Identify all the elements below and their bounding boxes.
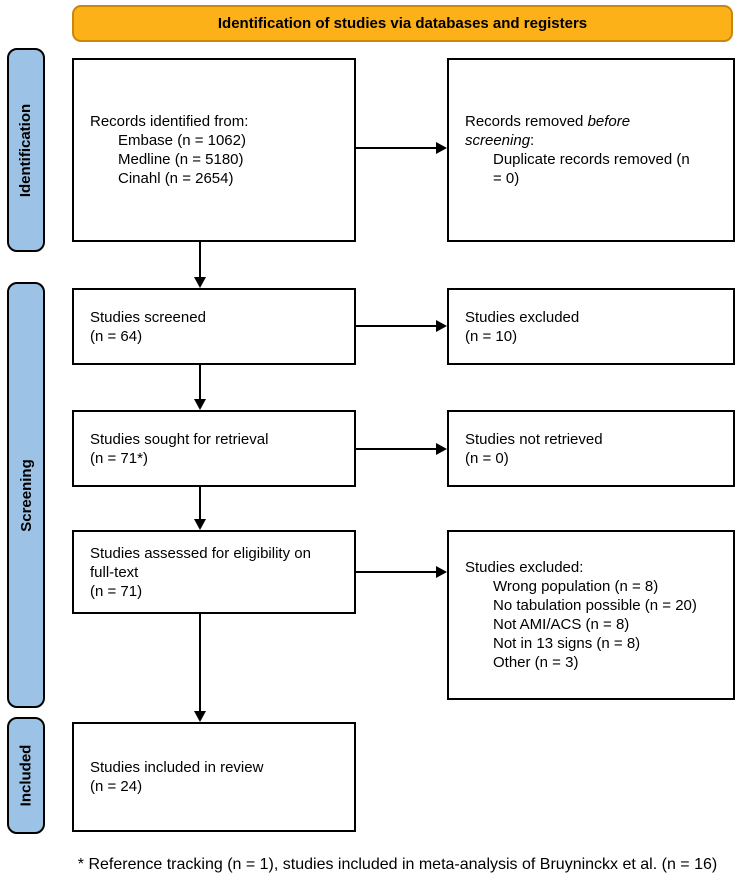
sidebar-included-label: Included xyxy=(17,744,35,807)
studies-assessed-line: (n = 71) xyxy=(90,582,143,600)
arrow-sought-to-assessed-head xyxy=(194,519,206,530)
studies-excluded-fulltext-item: Wrong population (n = 8) xyxy=(493,578,659,595)
studies-sought-line: Studies sought for retrieval xyxy=(90,430,269,448)
arrow-screened-to-sought-shaft xyxy=(199,365,201,401)
records-removed-box: Records removed before screening: Duplic… xyxy=(447,58,735,242)
sidebar-identification-label: Identification xyxy=(17,103,35,197)
records-identified-item: Cinahl (n = 2654) xyxy=(118,170,234,187)
arrow-identified-to-screened-head xyxy=(194,277,206,288)
studies-excluded-fulltext-item: No tabulation possible (n = 20) xyxy=(493,597,697,614)
records-identified-item: Medline (n = 5180) xyxy=(118,151,244,168)
records-removed-title-italic: screening xyxy=(465,132,531,149)
records-identified-title: Records identified from: xyxy=(90,113,249,130)
studies-screened-line: (n = 64) xyxy=(90,327,143,345)
records-identified-box: Records identified from: Embase (n = 106… xyxy=(72,58,356,242)
arrow-screened-to-excluded-shaft xyxy=(356,325,437,327)
studies-excluded-screening-line: (n = 10) xyxy=(465,327,518,345)
records-removed-title-text: Records removed xyxy=(465,113,588,130)
records-removed-title-line1: Records removed before xyxy=(465,112,725,131)
studies-not-retrieved-line: (n = 0) xyxy=(465,449,509,467)
arrow-assessed-to-included-shaft xyxy=(199,614,201,713)
arrow-assessed-to-excluded-shaft xyxy=(356,571,437,573)
sidebar-identification: Identification xyxy=(7,48,45,252)
studies-excluded-fulltext-item: Not AMI/ACS (n = 8) xyxy=(493,616,630,633)
footnote: * Reference tracking (n = 1), studies in… xyxy=(77,856,718,873)
studies-assessed-line: Studies assessed for eligibility on xyxy=(90,544,311,562)
studies-excluded-fulltext-item: Other (n = 3) xyxy=(493,654,579,671)
studies-screened-line: Studies screened xyxy=(90,308,206,326)
studies-sought-box: Studies sought for retrieval (n = 71*) xyxy=(72,410,356,487)
studies-sought-line: (n = 71*) xyxy=(90,449,148,467)
studies-screened-box: Studies screened (n = 64) xyxy=(72,288,356,365)
studies-not-retrieved-box: Studies not retrieved (n = 0) xyxy=(447,410,735,487)
studies-excluded-fulltext-box: Studies excluded: Wrong population (n = … xyxy=(447,530,735,700)
studies-not-retrieved-line: Studies not retrieved xyxy=(465,430,603,448)
arrow-screened-to-excluded-head xyxy=(436,320,447,332)
records-identified-item: Embase (n = 1062) xyxy=(118,132,246,149)
studies-excluded-fulltext-title: Studies excluded: xyxy=(465,559,584,576)
arrow-sought-to-notretrieved-head xyxy=(436,443,447,455)
records-removed-item-line2: = 0) xyxy=(493,170,520,187)
studies-included-box: Studies included in review (n = 24) xyxy=(72,722,356,832)
sidebar-screening: Screening xyxy=(7,282,45,708)
records-removed-title-italic: before xyxy=(587,113,631,130)
studies-assessed-box: Studies assessed for eligibility on full… xyxy=(72,530,356,614)
sidebar-screening-label: Screening xyxy=(17,458,35,532)
records-removed-item-line1: Duplicate records removed (n xyxy=(493,151,690,168)
arrow-sought-to-assessed-shaft xyxy=(199,487,201,521)
records-removed-title-text: : xyxy=(530,132,535,149)
sidebar-included: Included xyxy=(7,717,45,834)
arrow-screened-to-sought-head xyxy=(194,399,206,410)
studies-included-line: (n = 24) xyxy=(90,778,143,795)
studies-assessed-line: full-text xyxy=(90,563,139,581)
arrow-identified-to-removed-shaft xyxy=(356,147,437,149)
arrow-assessed-to-excluded-head xyxy=(436,566,447,578)
studies-included-line: Studies included in review xyxy=(90,759,264,776)
arrow-identified-to-removed-head xyxy=(436,142,447,154)
arrow-identified-to-screened-shaft xyxy=(199,242,201,279)
banner: Identification of studies via databases … xyxy=(72,5,733,42)
studies-excluded-screening-line: Studies excluded xyxy=(465,308,580,326)
studies-excluded-screening-box: Studies excluded (n = 10) xyxy=(447,288,735,365)
records-removed-title-line2: screening: xyxy=(465,131,725,150)
studies-excluded-fulltext-item: Not in 13 signs (n = 8) xyxy=(493,635,641,652)
arrow-sought-to-notretrieved-shaft xyxy=(356,448,437,450)
banner-title: Identification of studies via databases … xyxy=(217,15,588,32)
arrow-assessed-to-included-head xyxy=(194,711,206,722)
